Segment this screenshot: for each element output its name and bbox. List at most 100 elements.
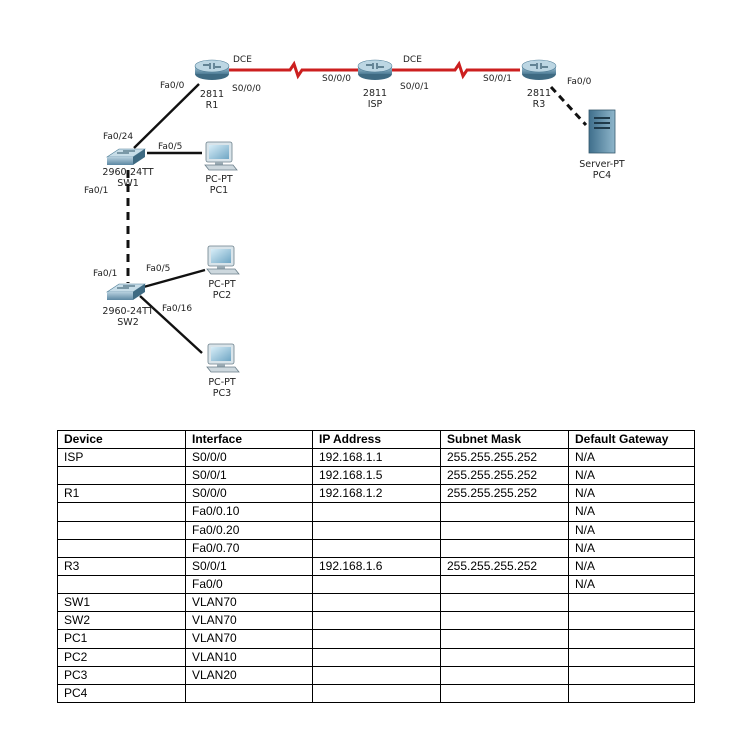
default-gateway-cell [568,647,695,667]
pc-pc1-name: PC1 [210,185,228,196]
subnet-mask-cell [440,520,569,540]
subnet-mask-cell: 255.255.255.252 [440,466,569,486]
interface-cell: VLAN70 [185,611,313,631]
port-label-isp-s000: S0/0/0 [322,74,351,84]
interface-cell: S0/0/0 [185,484,313,504]
switch-sw1-name: SW1 [117,178,138,189]
pc-pc2-model: PC-PT [208,279,236,290]
port-label-sw1-fa01: Fa0/1 [84,186,108,196]
device-cell: SW2 [57,611,186,631]
link-sw2-pc2[interactable] [139,268,206,290]
header-device: Device [57,430,186,449]
pc-pc2-name: PC2 [213,290,231,301]
interface-cell: Fa0/0.10 [185,502,313,522]
interface-cell: S0/0/1 [185,556,313,576]
device-cell: PC3 [57,665,186,685]
device-cell [57,538,186,558]
port-label-r1-fa00: Fa0/0 [160,81,185,91]
switch-sw2-model: 2960-24TT [102,306,153,317]
serial-link-r1-isp[interactable] [227,60,358,80]
default-gateway-cell: N/A [568,484,695,504]
ip-address-cell [312,611,441,631]
port-label-isp-s001: S0/0/1 [400,82,429,92]
router-r3-name: R3 [533,99,546,110]
default-gateway-cell [568,683,695,704]
device-cell: PC4 [57,683,186,704]
pc-pc2[interactable]: PC-PT PC2 [206,245,240,301]
dce-label-r1: DCE [233,55,252,65]
device-cell [57,520,186,540]
default-gateway-cell: N/A [568,520,695,540]
subnet-mask-cell [440,683,569,704]
port-label-r3-fa00: Fa0/0 [567,77,592,87]
ip-address-cell [312,520,441,540]
pc-pc1[interactable]: PC-PT PC1 [204,141,238,196]
subnet-mask-cell: 255.255.255.252 [440,447,569,468]
switch-sw2[interactable]: 2960-24TT SW2 [102,283,154,328]
ip-address-cell [312,683,441,704]
server-pc4[interactable]: Server-PT PC4 [579,109,625,181]
interface-cell: Fa0/0 [185,574,313,595]
port-label-sw2-fa05: Fa0/5 [146,264,170,274]
header-default-gateway: Default Gateway [568,430,695,449]
ip-address-cell: 192.168.1.6 [312,556,441,576]
subnet-mask-cell [440,593,569,613]
subnet-mask-cell [440,665,569,685]
subnet-mask-cell [440,502,569,522]
serial-link-isp-r3[interactable] [390,60,520,80]
port-label-sw1-fa05: Fa0/5 [158,142,182,152]
server-pc4-name: PC4 [593,170,611,181]
switch-sw1[interactable]: 2960-24TT SW1 [102,148,154,189]
port-label-sw2-fa016: Fa0/16 [162,304,192,314]
subnet-mask-cell [440,629,569,649]
ip-address-cell [312,629,441,649]
default-gateway-cell: N/A [568,447,695,468]
default-gateway-cell: N/A [568,466,695,486]
router-isp-name: ISP [368,99,383,110]
pc-pc1-model: PC-PT [205,174,233,185]
router-r1-name: R1 [206,100,219,111]
link-r1-sw1[interactable] [133,83,200,149]
default-gateway-cell: N/A [568,556,695,576]
server-pc4-model: Server-PT [579,159,625,170]
router-isp[interactable]: 2811 ISP [357,59,393,110]
interface-cell: VLAN70 [185,629,313,649]
router-isp-model: 2811 [363,88,387,99]
device-cell [57,466,186,486]
device-cell: PC1 [57,629,186,649]
switch-sw1-model: 2960-24TT [102,167,153,178]
addressing-table: Device Interface IP Address Subnet Mask … [57,430,695,704]
links [126,60,588,354]
pc-pc3[interactable]: PC-PT PC3 [206,343,240,399]
interface-cell: Fa0/0.70 [185,538,313,558]
router-r1[interactable]: 2811 R1 [194,59,230,111]
port-label-r1-s000: S0/0/0 [232,84,261,94]
dashed-link-r3-pc4[interactable] [549,85,588,127]
dce-label-isp: DCE [403,55,422,65]
header-interface: Interface [185,430,313,449]
device-cell: PC2 [57,647,186,667]
default-gateway-cell [568,593,695,613]
link-sw2-pc3[interactable] [139,295,203,354]
interface-cell [185,683,313,704]
ip-address-cell [312,574,441,595]
interface-cell: VLAN70 [185,593,313,613]
port-label-sw2-fa01: Fa0/1 [93,269,117,279]
subnet-mask-cell [440,611,569,631]
network-topology: 2811 R1 2811 ISP 2811 R3 Server-PT PC4 2… [84,55,625,399]
port-label-r3-s001: S0/0/1 [483,74,512,84]
interface-cell: VLAN10 [185,647,313,667]
default-gateway-cell [568,629,695,649]
subnet-mask-cell [440,574,569,595]
default-gateway-cell: N/A [568,574,695,595]
device-cell: R3 [57,556,186,576]
router-r3[interactable]: 2811 R3 [521,59,557,110]
